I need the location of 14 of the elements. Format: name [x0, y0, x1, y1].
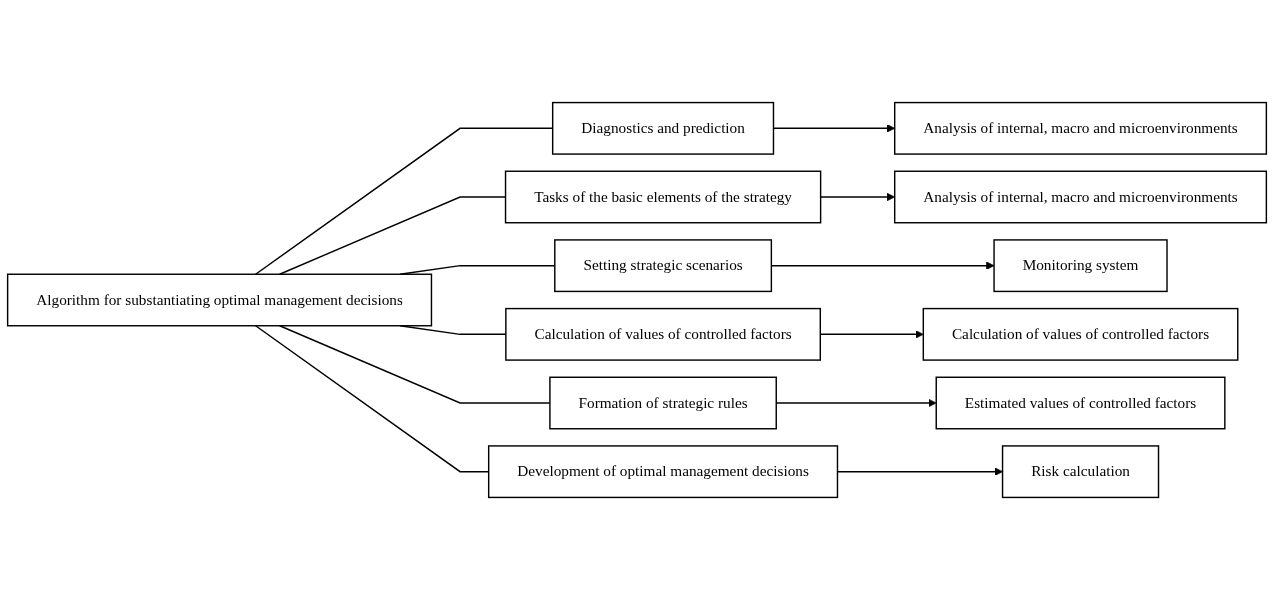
node-box: Setting strategic scenarios — [554, 239, 773, 293]
node-box: Calculation of values of controlled factors — [922, 307, 1239, 361]
node-box: Formation of strategic rules — [549, 376, 777, 430]
node-box: Risk calculation — [1001, 445, 1160, 499]
connector — [254, 127, 554, 275]
node-box: Development of optimal management decisions — [487, 445, 839, 499]
node-box: Calculation of values of controlled factors — [505, 307, 821, 361]
node-box: Analysis of internal, macro and microenvironments — [894, 101, 1268, 155]
node-box: Diagnostics and prediction — [551, 101, 775, 155]
node-box: Analysis of internal, macro and microenvironments — [894, 170, 1268, 224]
node-box: Estimated values of controlled factors — [935, 376, 1226, 430]
node-box: Tasks of the basic elements of the strategy — [504, 170, 822, 224]
node-box: Algorithm for substantiating optimal management decisions — [6, 273, 433, 327]
node-box: Monitoring system — [993, 239, 1168, 293]
